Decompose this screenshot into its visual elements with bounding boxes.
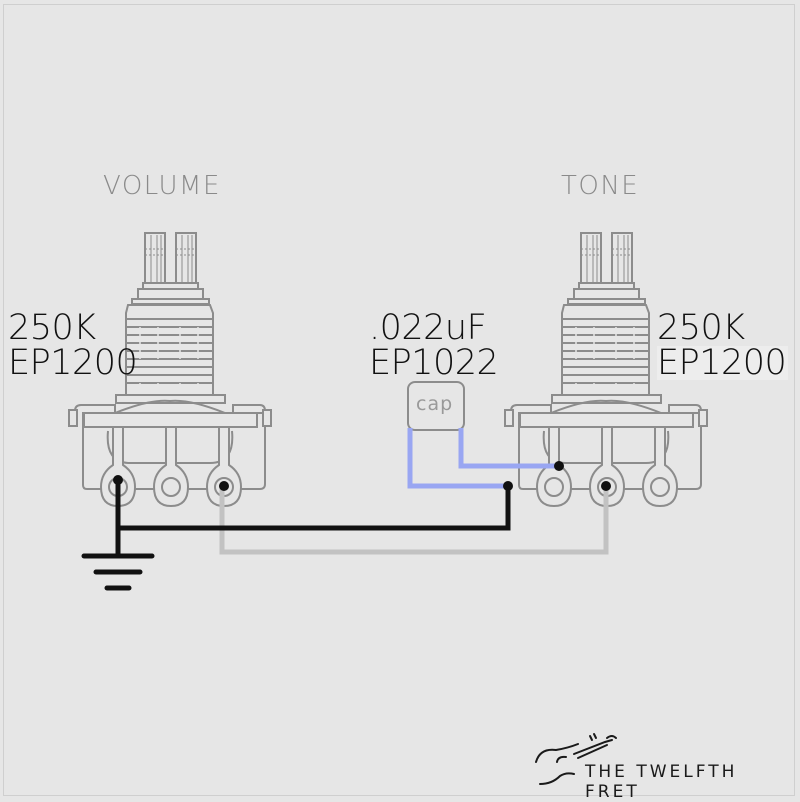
cap-part-label: EP1022 xyxy=(369,343,499,383)
wire-signal-gray xyxy=(219,486,609,555)
guitar-logo-icon xyxy=(535,733,617,785)
volume-title: VOLUME xyxy=(103,171,221,201)
brand-name: THE TWELFTH FRET xyxy=(585,762,738,802)
volume-value-label: 250K xyxy=(8,308,96,348)
solder-joints xyxy=(113,461,611,491)
volume-part-label: EP1200 xyxy=(8,343,138,383)
tone-part-label: EP1200 xyxy=(657,343,789,383)
capacitor-body xyxy=(407,381,465,431)
ground-symbol-icon xyxy=(81,553,155,591)
tone-value-label: 250K xyxy=(657,308,745,348)
cap-value-label: .022uF xyxy=(369,308,487,348)
wire-cap-right-blue xyxy=(458,428,557,469)
wire-cap-left-blue xyxy=(407,428,508,489)
wire-ground-bus-black xyxy=(118,486,511,531)
tone-title: TONE xyxy=(561,171,640,201)
cap-body-label: cap xyxy=(416,393,454,415)
